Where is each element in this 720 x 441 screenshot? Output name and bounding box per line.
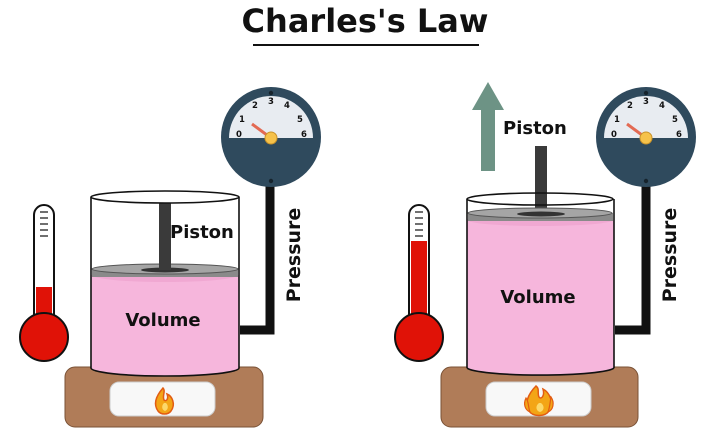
left-panel: 0 1 2 3 4 5 6 Pressure Piston [19,87,321,428]
gauge-tick: 6 [301,130,307,140]
gauge-tick: 3 [643,97,649,107]
gauge-tick: 4 [284,101,290,111]
left-burner [64,366,264,428]
right-piston-label: Piston [503,118,567,139]
left-thermometer [19,204,69,362]
left-pressure-gauge: 0 1 2 3 4 5 6 [221,87,321,335]
left-cylinder [90,190,240,377]
gauge-tick: 0 [611,130,617,140]
right-panel: 0 1 2 3 4 5 6 Pressure Piston [394,82,696,428]
gauge-tick: 3 [268,97,274,107]
gauge-tick: 6 [676,130,682,140]
right-cylinder [466,146,615,376]
gauge-tick: 2 [252,101,258,111]
gauge-tick: 1 [239,115,245,125]
right-volume-label: Volume [500,287,575,308]
gauge-tick: 4 [659,101,665,111]
left-pressure-label: Pressure [283,208,305,303]
left-piston-label: Piston [170,222,234,243]
title-underline [253,44,479,46]
right-pressure-label: Pressure [659,208,681,303]
gauge-tick: 5 [672,115,678,125]
right-burner [440,366,639,428]
gauge-tick: 1 [614,115,620,125]
page-title: Charles's Law [241,2,489,40]
gauge-tick: 5 [297,115,303,125]
large-flame-icon [524,385,554,417]
gauge-tick: 2 [627,101,633,111]
flame-icon [154,386,174,415]
gauge-tick: 0 [236,130,242,140]
right-pressure-gauge: 0 1 2 3 4 5 6 [596,87,696,335]
right-thermometer [394,204,444,362]
left-volume-label: Volume [125,310,200,331]
up-arrow-icon [472,82,504,171]
